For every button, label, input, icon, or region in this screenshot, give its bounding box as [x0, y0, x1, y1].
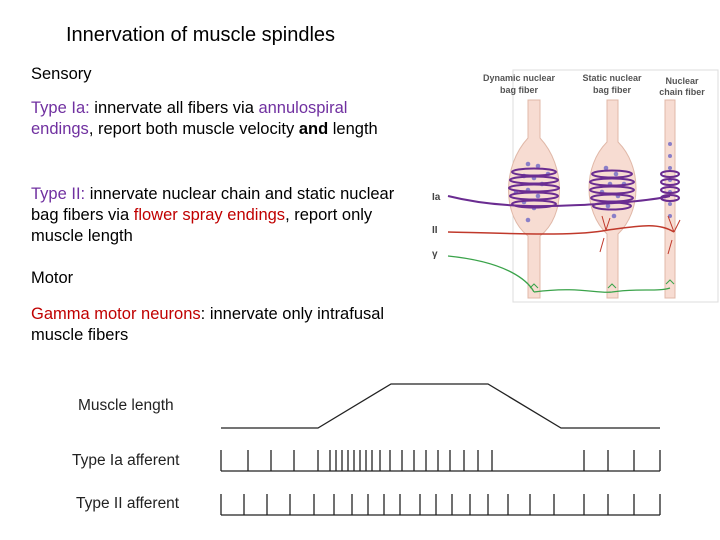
type-ia-and: and — [298, 120, 329, 138]
motor-heading: Motor — [31, 269, 74, 287]
gamma-label: Gamma motor neurons — [31, 305, 201, 323]
ia-nerve-label: Ia — [432, 192, 441, 203]
gamma-motor-nerve — [447, 255, 671, 293]
ii-nerve-label: II — [432, 225, 438, 236]
type-ii-spikes — [220, 494, 661, 515]
type-ia-afferent-label: Type Ia afferent — [72, 452, 180, 469]
gamma-nerve-label: γ — [432, 249, 438, 260]
static-fiber-label-1: Static nuclear — [582, 73, 642, 83]
muscle-spindle-figure: Dynamic nuclear bag fiber Static nuclear… — [432, 69, 719, 303]
type-ia-text3: length — [328, 120, 378, 138]
gamma-text: : innervate only intrafusal muscle fiber… — [31, 305, 385, 344]
static-fiber-label-2: bag fiber — [593, 85, 632, 95]
chain-fiber-label-2: chain fiber — [659, 87, 705, 97]
muscle-length-label: Muscle length — [78, 397, 174, 414]
type-ii-paragraph: Type II: innervate nuclear chain and sta… — [31, 184, 401, 247]
dynamic-fiber-label-2: bag fiber — [500, 85, 539, 95]
sensory-heading: Sensory — [31, 65, 92, 83]
type-ii-afferent-label: Type II afferent — [76, 495, 180, 512]
flower-spray-endings: flower spray endings — [133, 206, 286, 224]
ia-afferent-nerve — [447, 195, 671, 208]
gamma-paragraph: Gamma motor neurons: innervate only intr… — [31, 304, 401, 346]
response-figure: Muscle length Type Ia afferent Type II a… — [72, 383, 661, 516]
muscle-length-trace — [221, 383, 660, 429]
slide-title: Innervation of muscle spindles — [66, 24, 336, 46]
type-ia-paragraph: Type Ia: innervate all fibers via annulo… — [31, 98, 401, 140]
type-ii-text1: innervate nuclear chain and static nucle… — [31, 185, 395, 224]
gamma-endplates — [529, 279, 675, 289]
static-bag-fiber — [588, 99, 637, 299]
type-ia-spikes — [220, 450, 661, 471]
ii-afferent-nerve — [447, 224, 675, 235]
annulospiral-endings: annulospiral endings — [31, 99, 348, 138]
type-ia-text2: , report both muscle velocity — [88, 120, 299, 138]
flower-spray-terminals — [599, 215, 681, 255]
dynamic-fiber-label-1: Dynamic nuclear — [483, 73, 556, 83]
type-ia-text1: innervate all fibers via — [89, 99, 259, 117]
nuclear-chain-fiber — [664, 99, 676, 299]
type-ia-label: Type Ia: — [31, 99, 90, 117]
type-ii-text2: , report only muscle length — [31, 206, 373, 245]
type-ii-label: Type II: — [31, 185, 86, 203]
chain-fiber-label-1: Nuclear — [665, 76, 699, 86]
